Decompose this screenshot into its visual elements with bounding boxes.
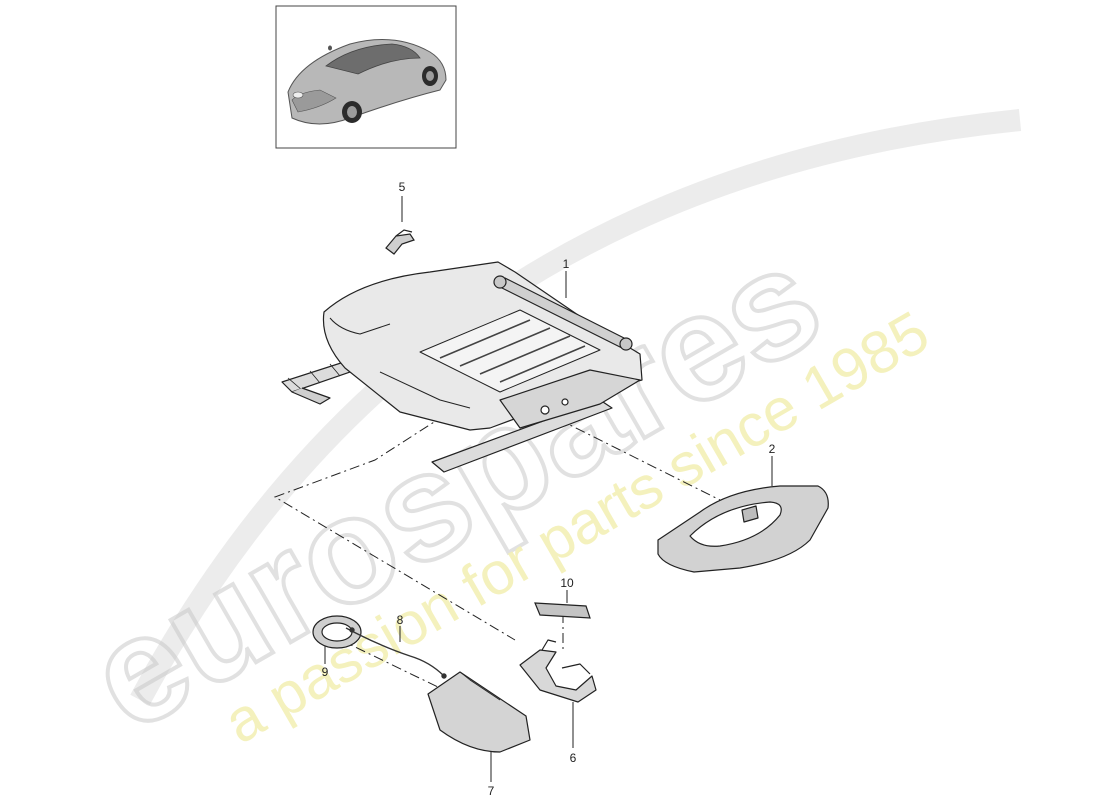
callout-8: 8 bbox=[397, 613, 404, 627]
callout-1: 1 bbox=[563, 257, 570, 271]
callout-9: 9 bbox=[322, 665, 329, 679]
callout-6: 6 bbox=[570, 751, 577, 765]
part-2-side-trim[interactable] bbox=[657, 485, 829, 573]
callout-5: 5 bbox=[399, 180, 406, 194]
callouts: 5 1 2 10 8 9 6 7 bbox=[322, 180, 776, 798]
part-7-handle-cover[interactable] bbox=[427, 671, 531, 753]
callout-2: 2 bbox=[769, 442, 776, 456]
vehicle-thumbnail bbox=[275, 5, 457, 149]
part-6-bracket[interactable] bbox=[519, 639, 597, 703]
callout-7: 7 bbox=[488, 784, 495, 798]
car-icon bbox=[287, 39, 447, 125]
part-9-ring[interactable] bbox=[312, 615, 362, 649]
part-10-plate[interactable] bbox=[534, 602, 591, 619]
leader-lines bbox=[324, 196, 773, 782]
part-5-clip[interactable] bbox=[385, 229, 415, 255]
callout-10: 10 bbox=[560, 576, 574, 590]
part-8-cable[interactable] bbox=[345, 627, 447, 679]
part-1-seat-frame[interactable] bbox=[281, 261, 643, 473]
